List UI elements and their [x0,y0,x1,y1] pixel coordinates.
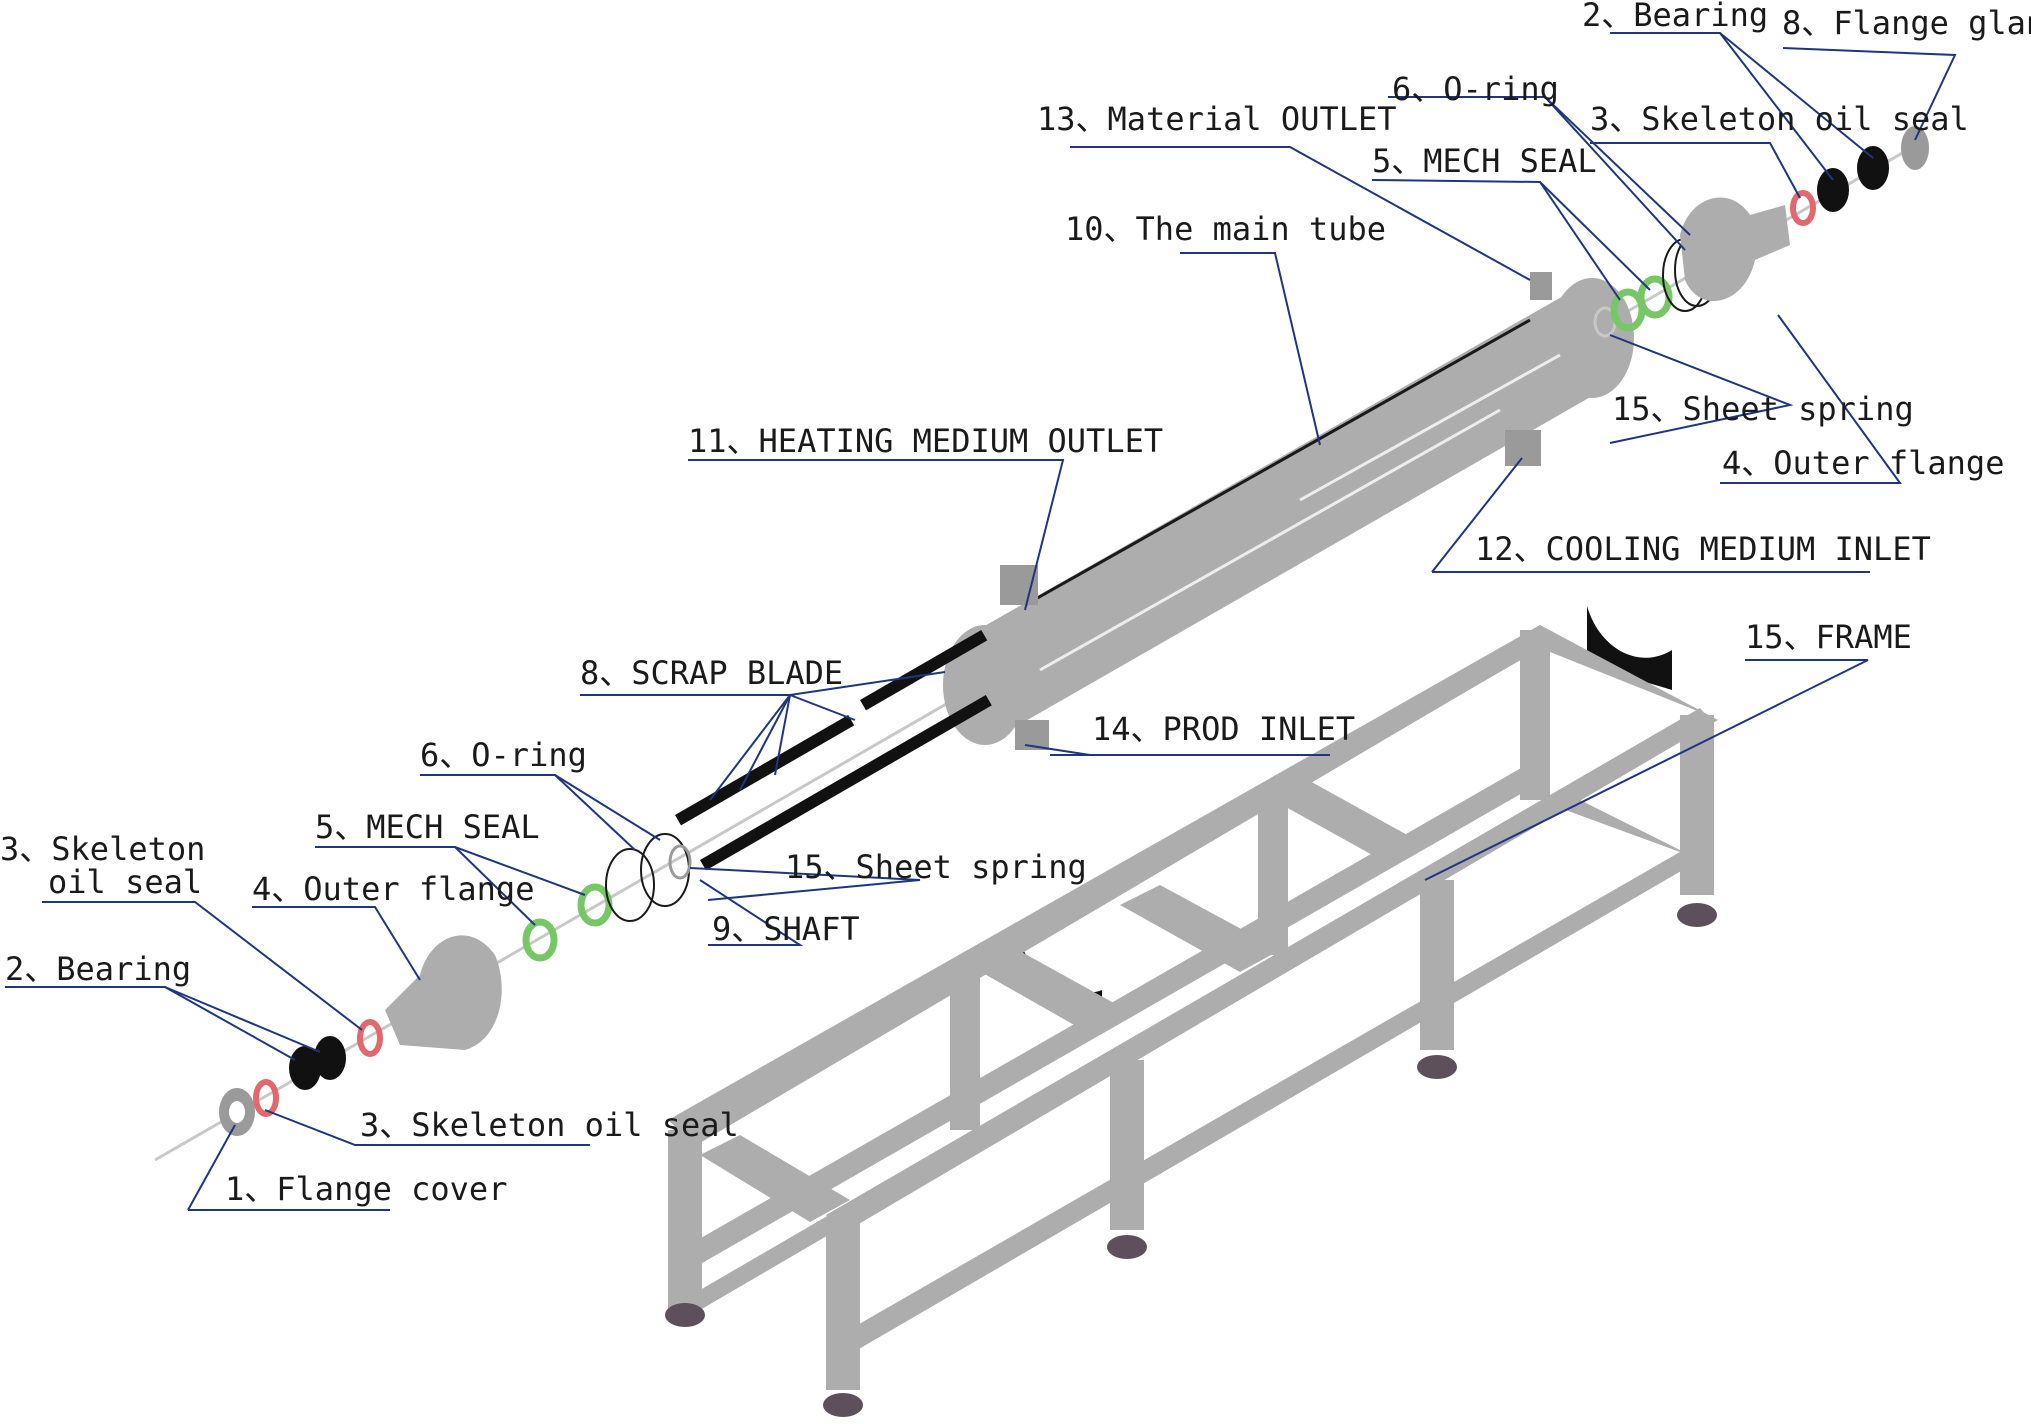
bearing-left-2 [314,1036,346,1080]
label-sheet-spring-top: 15、Sheet spring [1612,390,1914,428]
label-sheet-spring-left: 15、Sheet spring [785,848,1087,886]
label-bearing-left: 2、Bearing [5,950,191,988]
label-skeleton-oil-seal-left-line2: oil seal [48,863,202,901]
outer-flange-right [1680,197,1790,302]
label-outer-flange-left: 4、Outer flange [252,870,534,908]
frame-leg-3 [950,970,980,1130]
label-material-outlet: 13、Material OUTLET [1037,100,1397,138]
label-main-tube: 10、The main tube [1065,210,1386,248]
label-cooling-medium-inlet: 12、COOLING MEDIUM INLET [1475,530,1931,568]
nozzle-material-outlet [1530,272,1552,300]
frame-leg-6 [1420,880,1454,1050]
frame-foot-1 [665,1303,705,1327]
outer-flange-left [385,935,502,1050]
nozzle-cooling-inlet [1505,430,1541,466]
frame-leg-2 [826,1220,860,1390]
label-heating-medium-outlet: 11、HEATING MEDIUM OUTLET [688,422,1163,460]
o-ring-left-1 [605,848,655,922]
label-skeleton-oil-seal-left-line1: 3、Skeleton [0,830,205,868]
label-shaft: 9、SHAFT [712,910,860,948]
labels: 2、Bearing 8、Flange gland 6、O-ring 13、Mat… [0,0,2031,1208]
flange-gland-right [1901,126,1929,170]
mech-seal-left [522,918,558,962]
frame-foot-3 [1107,1235,1147,1259]
label-frame: 15、FRAME [1745,618,1912,656]
frame-leg-7 [1520,630,1550,800]
label-bearing-top: 2、Bearing [1582,0,1768,34]
label-prod-inlet: 14、PROD INLET [1092,710,1355,748]
label-o-ring-left: 6、O-ring [420,736,587,774]
bearing-left-1 [289,1046,321,1090]
label-o-ring-top: 6、O-ring [1392,70,1559,108]
mech-seal-right-2 [1637,275,1673,319]
frame-foot-5 [1677,903,1717,927]
bearing-right-1 [1817,168,1849,212]
right-end-assembly [1593,126,1929,338]
frame-leg-4 [1110,1060,1144,1230]
label-skeleton-oil-seal-bottom: 3、Skeleton oil seal [360,1106,739,1144]
frame-foot-2 [823,1393,863,1417]
label-flange-cover: 1、Flange cover [225,1170,507,1208]
leader-lines [5,32,1957,1211]
frame-leg-8 [1680,715,1714,895]
scrap-blades [674,629,992,871]
oil-seal-right [1790,190,1816,226]
bearing-right-2 [1857,146,1889,190]
nozzle-prod-inlet [1015,720,1049,750]
label-mech-seal-top: 5、MECH SEAL [1372,142,1597,180]
frame-foot-4 [1417,1055,1457,1079]
label-scrap-blade: 8、SCRAP BLADE [580,654,843,692]
label-outer-flange-top: 4、Outer flange [1722,444,2004,482]
frame-saddle-right [1587,606,1672,690]
frame [665,606,1718,1417]
frame-leg-5 [1258,795,1288,955]
oil-seal-left [357,1019,383,1057]
label-mech-seal-left: 5、MECH SEAL [315,808,540,846]
label-skeleton-oil-seal-top: 3、Skeleton oil seal [1590,100,1969,138]
label-flange-gland-top: 8、Flange gland [1782,4,2031,42]
oil-seal-bottom [253,1079,279,1117]
left-end-assembly [219,833,692,1136]
frame-leg-1 [668,1130,702,1310]
sheet-spring-left [668,844,692,880]
